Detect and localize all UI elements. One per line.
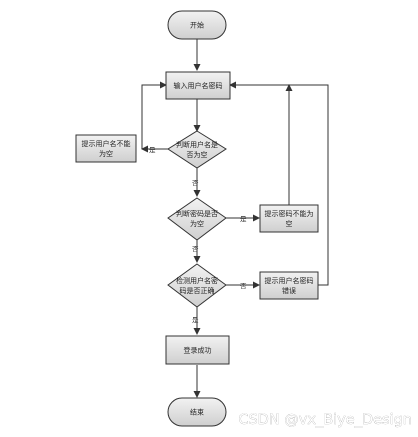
edge-label-match-no: 否: [240, 282, 247, 290]
node-check-user-line2: 否为空: [187, 150, 208, 159]
node-check-pass-empty: 判断密码是否 为空: [167, 197, 227, 241]
node-check-user-line1: 判断用户名是: [176, 140, 218, 149]
edge-tip-user-back: [141, 81, 167, 149]
node-success: 登录成功: [165, 335, 230, 365]
node-tip-pass-line2: 空: [286, 219, 293, 228]
node-check-pass-line1: 判断密码是否: [176, 209, 218, 218]
node-check-user-empty: 判断用户名是 否为空: [167, 130, 227, 169]
edges: [141, 39, 329, 398]
edge-label-user-empty-no: 否: [192, 179, 199, 187]
node-tip-user-line1: 提示用户名不能: [82, 139, 131, 148]
node-tip-pass-empty: 提示密码不能为 空: [259, 204, 319, 233]
edge-tip-error-back: [229, 81, 329, 286]
node-input: 输入用户名密码: [165, 71, 231, 100]
node-tip-error-line2: 错误: [282, 286, 296, 295]
edge-label-match-yes: 是: [192, 316, 199, 324]
node-check-match-line2: 码是否正确: [180, 286, 215, 295]
edge-label-pass-empty-yes: 是: [240, 215, 247, 223]
edge-label-user-empty-yes: 是: [149, 146, 156, 154]
node-tip-user-empty: 提示用户名不能 为空: [75, 134, 137, 163]
node-check-pass-line2: 为空: [190, 219, 204, 228]
node-success-label: 登录成功: [184, 346, 212, 355]
node-end: 结束: [167, 397, 227, 427]
node-tip-error-line1: 提示用户名密码: [265, 276, 314, 285]
node-end-label: 结束: [190, 408, 204, 417]
node-check-match: 检测用户名密 码是否正确: [167, 263, 227, 308]
node-check-match-line1: 检测用户名密: [176, 276, 218, 285]
watermark: CSDN @vx_Biye_Design: [238, 412, 412, 428]
node-input-label: 输入用户名密码: [174, 81, 223, 90]
edge-label-pass-empty-no: 否: [192, 245, 199, 253]
node-tip-user-line2: 为空: [99, 149, 113, 158]
node-start: 开始: [167, 10, 227, 40]
node-tip-pass-line1: 提示密码不能为: [265, 209, 314, 218]
node-tip-error: 提示用户名密码 错误: [259, 271, 319, 300]
node-start-label: 开始: [190, 21, 204, 30]
